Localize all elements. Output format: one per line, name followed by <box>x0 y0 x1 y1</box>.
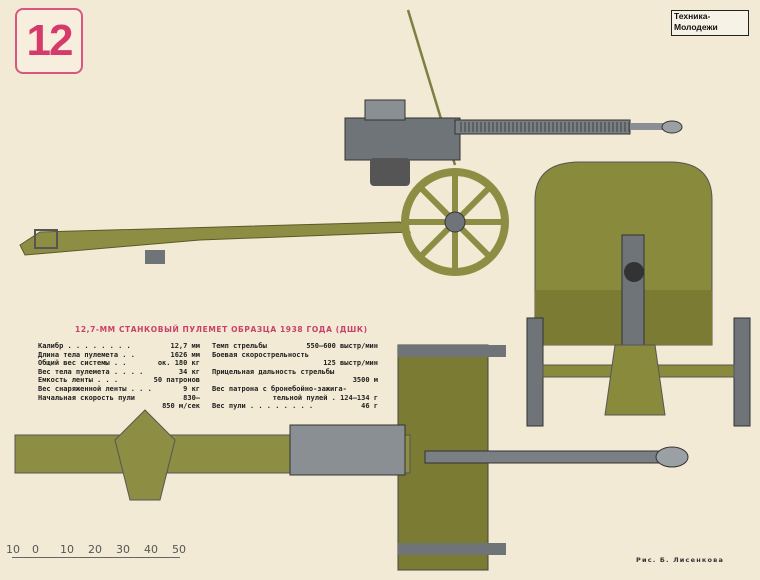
spec-value: 1626 мм <box>170 350 200 359</box>
weapon-title: 12,7-ММ СТАНКОВЫЙ ПУЛЕМЕТ ОБРАЗЦА 1938 Г… <box>75 325 368 334</box>
logo-line-2: Молодежи <box>674 22 718 32</box>
spec-row: Вес снаряженной ленты . . . 9 кг <box>38 385 200 394</box>
spec-label: Емкость ленты . . . <box>38 376 119 385</box>
spec-row: Темп стрельбы 550—600 выстр/мин <box>212 342 378 351</box>
spec-label: Вес пули . . . . . . . . <box>212 402 314 411</box>
spec-label: Общий вес системы . . <box>38 359 127 368</box>
scale-label: 50 <box>172 543 186 556</box>
spec-row: Вес тела пулемета . . . . 34 кг <box>38 368 200 377</box>
spec-value: 124—134 г <box>340 393 378 402</box>
spec-row: Вес пули . . . . . . . . 46 г <box>212 402 378 411</box>
spec-value: 830— <box>183 393 200 402</box>
spec-row: Общий вес системы . . ок. 180 кг <box>38 359 200 368</box>
spec-label: Боевая скорострельность <box>212 350 309 359</box>
top-view-drawing <box>14 344 689 571</box>
spec-label: Длина тела пулемета . . <box>38 350 135 359</box>
spec-value: 550—600 выстр/мин <box>306 342 378 350</box>
scale-label: 20 <box>88 543 102 556</box>
side-view-drawing <box>19 9 683 276</box>
specs-left-column: Калибр . . . . . . . . 12,7 мм Длина тела… <box>38 342 200 411</box>
spec-row: Начальная скорость пули 830— <box>38 394 200 403</box>
logo-line-1: Техника- <box>674 11 711 21</box>
spec-row: Калибр . . . . . . . . 12,7 мм <box>38 342 200 351</box>
spec-label: Вес патрона с бронебойно-зажига- <box>212 384 347 393</box>
spec-row: Длина тела пулемета . . 1626 мм <box>38 351 200 360</box>
spec-row: 850 м/сек <box>38 402 200 411</box>
scale-label: 10 <box>60 543 74 556</box>
scale-label: 30 <box>116 543 130 556</box>
scale-line <box>12 557 180 558</box>
magazine-logo: Техника- Молодежи <box>671 10 749 36</box>
spec-row: 125 выстр/мин <box>212 359 378 368</box>
spec-value: 9 кг <box>183 384 200 393</box>
scale-label: 0 <box>32 543 39 556</box>
spec-row: Прицельная дальность стрельбы <box>212 368 378 377</box>
illustration-credit: Рис. Б. Лисенкова <box>636 556 725 564</box>
spec-row: Боевая скорострельность <box>212 351 378 360</box>
spec-row: тельной пулей . 124—134 г <box>212 394 378 403</box>
specs-right-column: Темп стрельбы 550—600 выстр/мин Боевая ск… <box>212 342 378 411</box>
spec-value: ок. 180 кг <box>157 359 200 368</box>
spec-value: 50 патронов <box>153 376 200 385</box>
spec-row: Емкость ленты . . . 50 патронов <box>38 376 200 385</box>
spec-value: 12,7 мм <box>170 342 200 350</box>
spec-label: Начальная скорость пули <box>38 393 135 402</box>
scale-label: 40 <box>144 543 158 556</box>
scale-bar: 10 0 10 20 30 40 50 <box>6 543 186 563</box>
spec-row: 3500 м <box>212 376 378 385</box>
spec-label: Калибр . . . . . . . . <box>38 342 131 350</box>
front-view-drawing <box>526 161 751 427</box>
spec-value: 850 м/сек <box>162 402 200 411</box>
spec-label: Прицельная дальность стрельбы <box>212 367 335 376</box>
spec-label: Вес тела пулемета . . . . <box>38 367 144 376</box>
spec-value: 46 г <box>361 402 378 411</box>
spec-label: Вес снаряженной ленты . . . <box>38 384 152 393</box>
spec-value: 34 кг <box>178 367 200 376</box>
spec-row: Вес патрона с бронебойно-зажига- <box>212 385 378 394</box>
spec-value: 3500 м <box>352 376 378 385</box>
spec-label: тельной пулей . <box>272 393 336 402</box>
spec-label: Темп стрельбы <box>212 342 267 350</box>
spec-value: 125 выстр/мин <box>323 359 378 368</box>
scale-label: 10 <box>6 543 20 556</box>
page-number-badge: 12 <box>15 8 83 74</box>
